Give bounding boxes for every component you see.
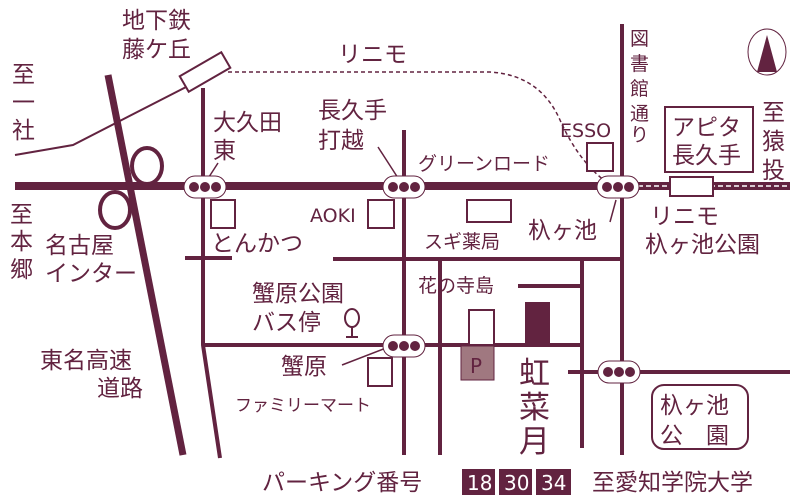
intersection-label: 長久手 <box>318 98 387 124</box>
park-box <box>651 384 749 450</box>
direction-label: 猿 <box>762 129 785 155</box>
parking-mark: P <box>470 354 482 378</box>
parking-number-label: パーキング番号 <box>262 470 422 496</box>
fujigaoka-station <box>178 50 232 94</box>
direction-label: 郷 <box>10 257 33 283</box>
road-label-char: り <box>630 124 649 146</box>
traffic-signal-icon <box>597 360 641 384</box>
parking-number: 30 <box>504 471 529 495</box>
pointer <box>377 146 399 179</box>
destination-char: 月 <box>519 424 550 460</box>
tomei-expressway <box>104 74 187 456</box>
bus-stop-label: 蟹原公園 <box>252 281 344 307</box>
parking-lot <box>460 345 495 381</box>
intersection-label: 杁ヶ池 <box>528 218 597 244</box>
destination-char: 虹 <box>519 356 550 392</box>
apita-box <box>664 106 754 173</box>
aoki-building <box>367 199 395 229</box>
apita-label: 長久手 <box>672 143 741 169</box>
road-label-char: 館 <box>630 78 649 100</box>
familymart-label: ファミリーマート <box>235 396 371 416</box>
parking-number: 34 <box>541 471 566 495</box>
library-street-label: 図 書 館 通 り <box>630 28 649 146</box>
road-label: グリーンロード <box>418 153 550 175</box>
direction-label: 社 <box>12 118 35 144</box>
linimo-station-label: リニモ <box>650 204 719 230</box>
traffic-signal-icon <box>382 175 426 199</box>
interchange-loop <box>130 146 164 186</box>
park-label: 杁ヶ池 <box>660 393 729 419</box>
intersection-label: 蟹原 <box>281 354 327 380</box>
parking-numbers: 18 30 34 <box>462 469 571 495</box>
north-arrow-icon <box>747 28 787 76</box>
interchange-label: インター <box>45 261 137 287</box>
destination-char: 菜 <box>519 390 550 426</box>
direction-label: 投 <box>762 158 785 184</box>
bus-stop-icon <box>344 308 360 338</box>
tonkatsu-building <box>210 199 236 229</box>
traffic-signal-icon <box>382 334 426 358</box>
direction-label: 至 <box>10 202 33 228</box>
intersection-label: 東 <box>213 138 236 164</box>
direction-label: 本 <box>10 229 33 255</box>
direction-label: 一 <box>12 90 35 116</box>
bus-stop-label: バス停 <box>252 310 321 336</box>
university-direction: 至愛知学院大学 <box>592 470 753 496</box>
esso-building <box>586 142 614 172</box>
intersection-label: 大久田 <box>213 110 282 136</box>
subway-label: 地下鉄 <box>122 8 191 34</box>
road-label-char: 通 <box>630 103 649 125</box>
destination-building <box>525 302 550 345</box>
interchange-loop <box>98 190 132 230</box>
direction-label: 至 <box>12 62 35 88</box>
park-label: 公 園 <box>660 423 729 449</box>
hananoterajima-label: 花の寺島 <box>418 275 494 297</box>
linimo-station-label: 杁ヶ池公園 <box>645 232 760 258</box>
sugi-building <box>466 199 512 223</box>
aoki-label: AOKI <box>310 205 356 227</box>
building <box>468 309 495 346</box>
pointer <box>609 199 617 223</box>
parking-number: 18 <box>467 471 492 495</box>
linimo-line <box>228 71 613 187</box>
destination-label: 虹 菜 月 <box>519 356 550 460</box>
traffic-signal-icon <box>183 175 227 199</box>
direction-label: 至 <box>762 100 785 126</box>
yagaike-park-station <box>669 176 714 197</box>
interchange-label: 名古屋 <box>45 233 114 259</box>
road-label-char: 図 <box>630 28 649 50</box>
road-to-station <box>14 84 191 156</box>
pointer <box>341 347 387 366</box>
intersection-label: 打越 <box>318 128 364 154</box>
expressway-label: 東名高速 <box>40 348 132 374</box>
linimo-label: リニモ <box>338 42 407 68</box>
station-name: 藤ケ丘 <box>122 37 191 63</box>
sugi-label: スギ薬局 <box>424 231 500 253</box>
expressway-label: 道路 <box>97 376 143 402</box>
road-label-char: 書 <box>630 53 649 75</box>
familymart-building <box>367 357 393 387</box>
apita-label: アピタ <box>672 115 741 141</box>
tonkatsu-label: とんかつ <box>211 231 303 257</box>
traffic-signal-icon <box>596 175 640 199</box>
esso-label: ESSO <box>560 120 611 142</box>
